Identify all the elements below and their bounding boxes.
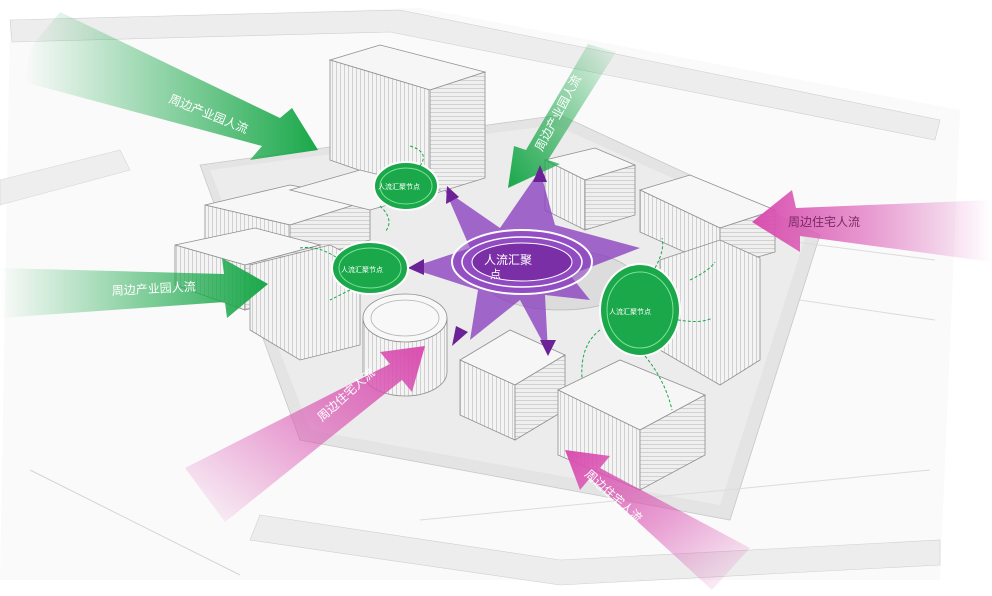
block-north-east [543,147,637,231]
dashed-flow-icon [667,317,713,322]
arrow-icon [752,190,992,262]
dashed-flow-icon [644,355,673,411]
dashed-flow-icon [409,145,424,167]
arrow-icon [24,12,318,160]
gathering-nodes: 人流汇聚节点 人流汇聚节点 人流汇聚节点 [331,161,681,357]
block-south-center [459,329,566,441]
node-east-label: 人流汇聚节点 [609,307,651,316]
main-hub: 人流汇聚 点 [408,165,640,356]
dashed-flow-icon [299,247,341,261]
residential-flow-arrows [185,190,992,590]
node-north: 人流汇聚节点 [373,161,439,211]
dashed-flow-icon [329,289,351,301]
node-north-label: 人流汇聚节点 [378,182,420,191]
industrial-flow-arrows [0,12,616,318]
block-south-east [557,359,706,491]
node-west-label: 人流汇聚节点 [341,265,383,274]
arrow-icon [185,346,425,522]
residential-flow-label-e: 周边住宅人流 [788,214,860,229]
arrow-icon [0,258,268,318]
arrow-icon [565,450,750,590]
dashed-flow-icon [379,205,390,233]
arrow-icon [508,44,616,188]
node-west: 人流汇聚节点 [331,241,409,295]
dashed-flow-icon [654,237,664,269]
main-hub-label-line2: 点 [490,268,501,281]
main-hub-label-line1: 人流汇聚 [484,253,532,267]
industrial-flow-label-w: 周边产业园人流 [111,280,196,298]
dashed-flows [299,145,716,411]
node-east: 人流汇聚节点 [599,263,681,357]
